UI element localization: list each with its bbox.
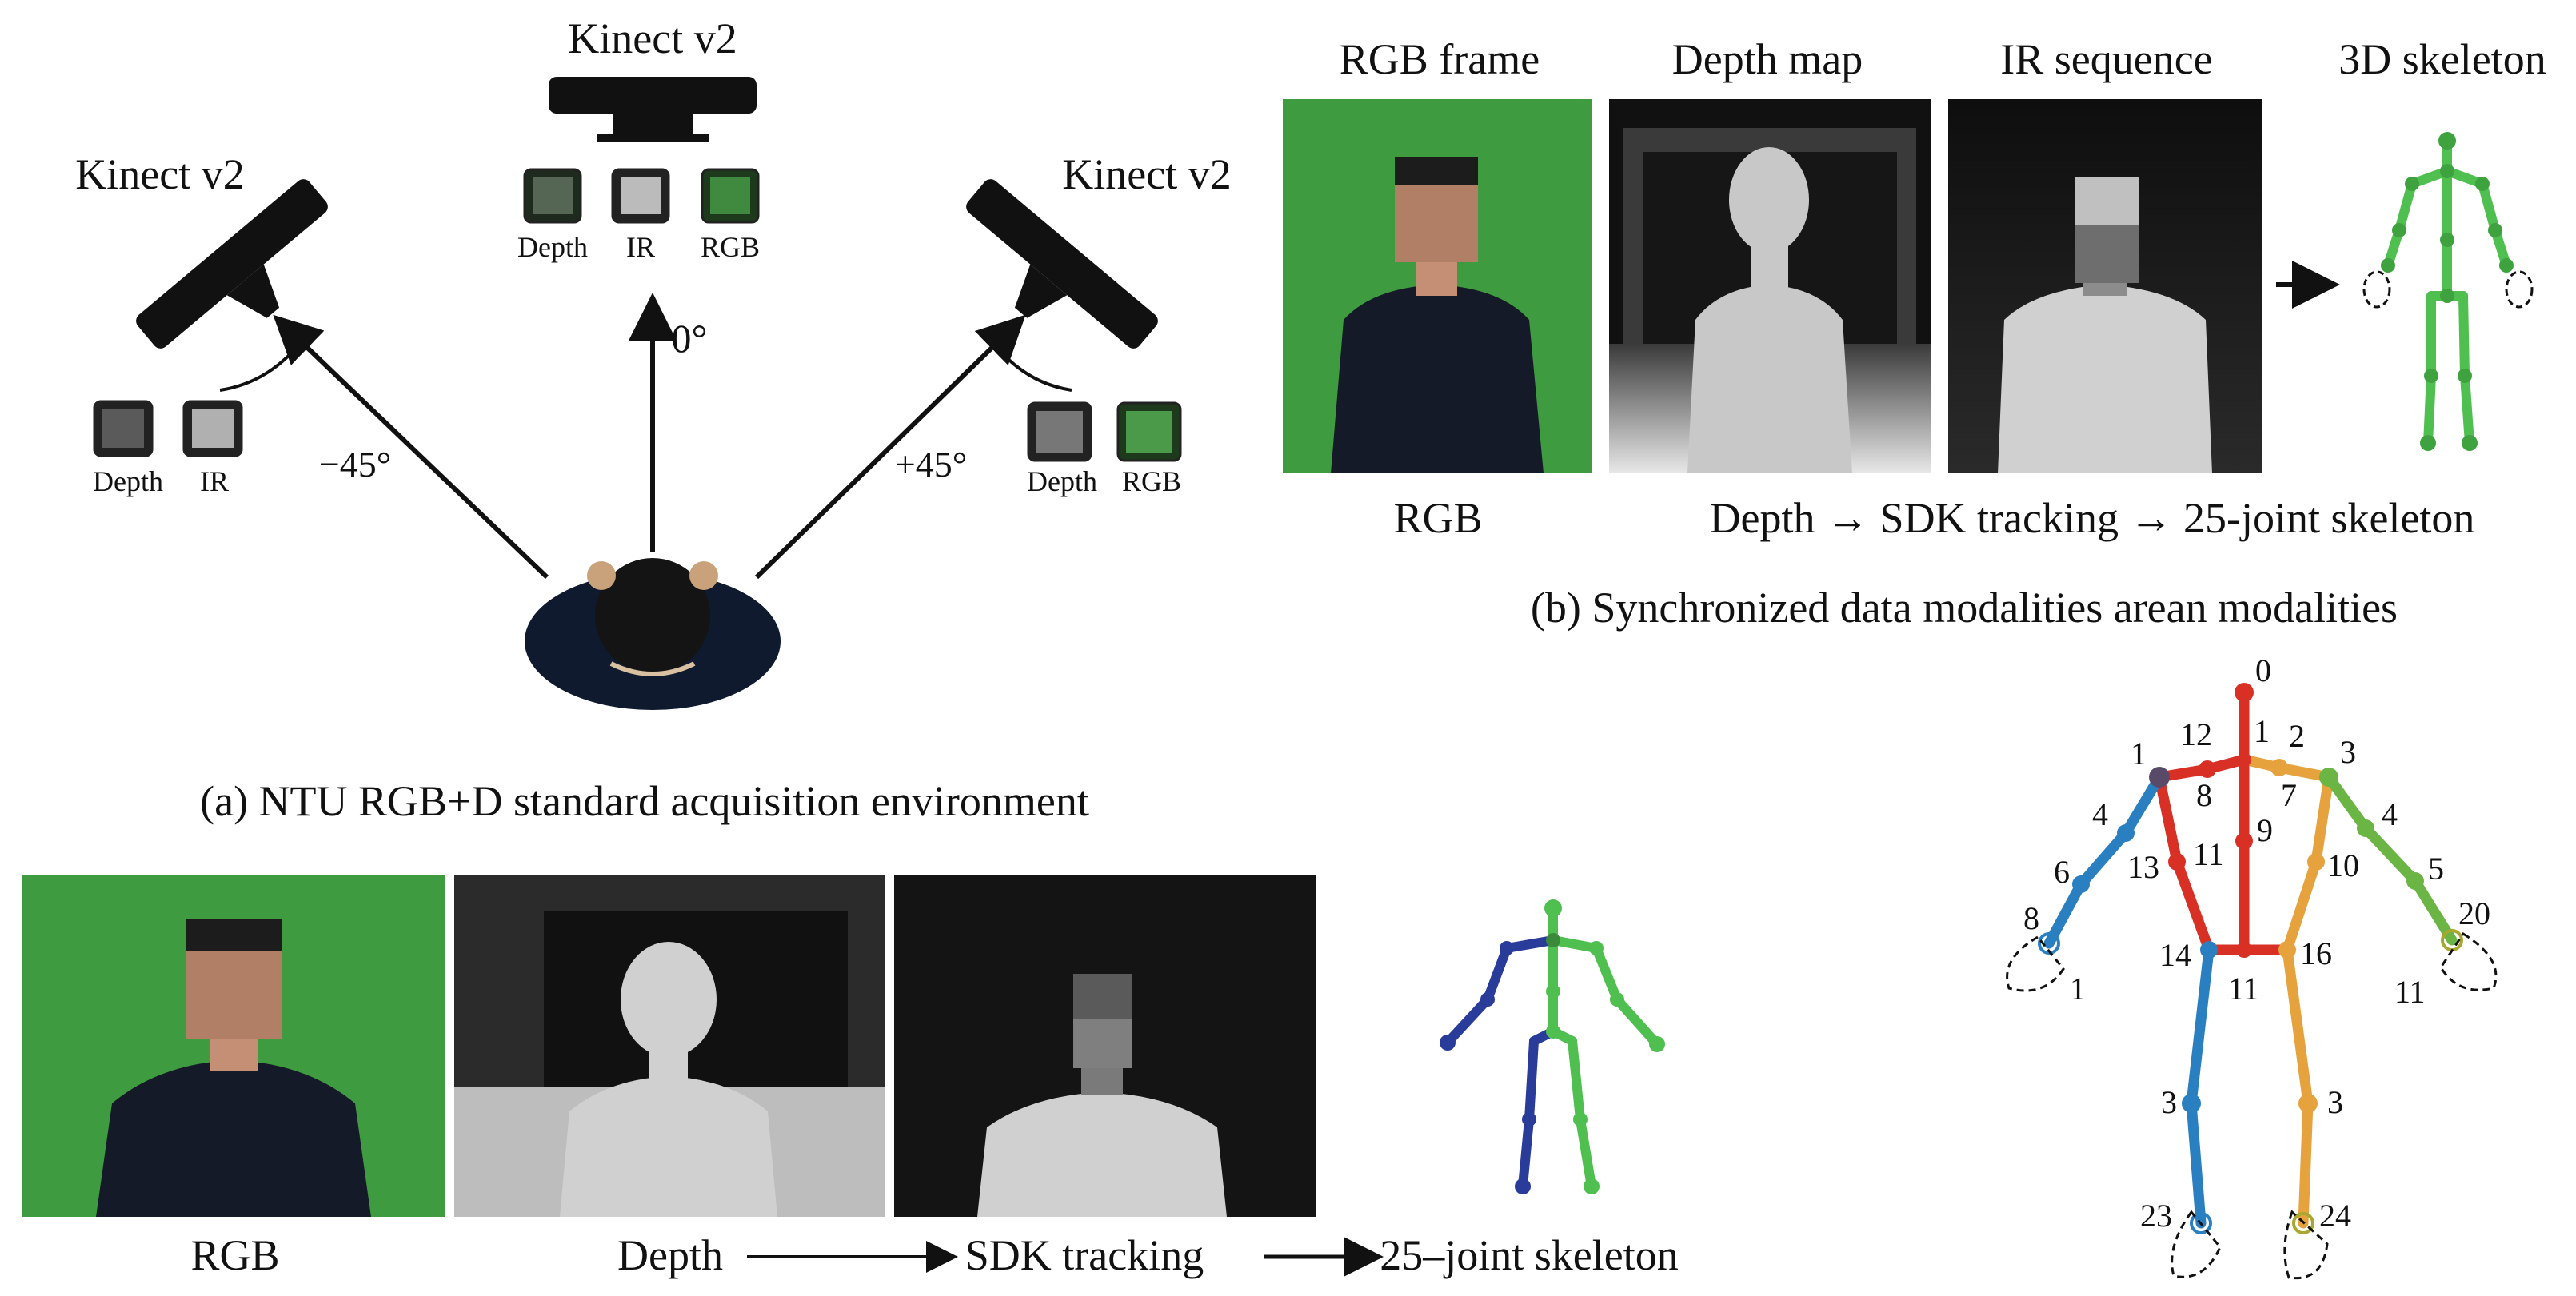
kinect-left-icon: [136, 179, 328, 349]
c-label-rgb: RGB: [190, 1231, 279, 1279]
right-thumb-rgb: RGB: [1122, 465, 1181, 497]
angle-center-label: 0°: [672, 316, 708, 361]
joint-label-16: 16: [2300, 935, 2332, 971]
left-thumb-ir: IR: [200, 465, 229, 497]
right-thumbnails: [1027, 401, 1182, 462]
hand-outlines-3d: [2362, 270, 2534, 309]
header-3d-skeleton: 3D skeleton: [2338, 35, 2546, 83]
joint-label-13: 13: [2127, 849, 2159, 885]
c-label-depth: Depth: [617, 1231, 723, 1279]
joint-label-6: 6: [2054, 854, 2070, 890]
joint-label-11b: 11: [2394, 974, 2426, 1010]
joint-label-12: 12: [2180, 716, 2212, 752]
b-pipeline-label: Depth → SDK tracking → 25-joint skeleton: [1710, 494, 2475, 542]
joint-label-4b: 4: [2382, 796, 2398, 832]
joint-label-8b: 8: [2023, 900, 2039, 936]
joint-label-11c: 11: [2228, 971, 2259, 1007]
joint-map-joints: [2038, 683, 2463, 1234]
joint-label-8a: 8: [2196, 777, 2212, 813]
c-skeleton-figure: [1443, 907, 1662, 1191]
kinect-left-label: Kinect v2: [75, 150, 244, 198]
angle-right-label: +45°: [895, 444, 967, 485]
left-thumbnails: [93, 400, 243, 457]
c-label-sdk: SDK tracking: [965, 1231, 1204, 1279]
joint-label-1c: 1: [2070, 971, 2086, 1007]
header-ir-sequence: IR sequence: [2000, 35, 2212, 83]
kinect-center-label: Kinect v2: [568, 14, 737, 62]
joint-label-3b: 3: [2161, 1084, 2177, 1120]
joint-label-3a: 3: [2340, 734, 2356, 770]
joint-label-9: 9: [2257, 812, 2273, 848]
center-thumb-rgb: RGB: [701, 231, 760, 263]
right-angle-arc: [987, 334, 1072, 392]
joint-label-2: 2: [2289, 718, 2305, 754]
header-rgb-frame: RGB frame: [1340, 35, 1540, 83]
b-label-rgb: RGB: [1393, 494, 1482, 542]
caption-a: (a) NTU RGB+D standard acquisition envir…: [200, 777, 1089, 825]
joint-map-bones: [2043, 690, 2458, 1229]
joint-label-20: 20: [2458, 895, 2490, 931]
joint-map-labels: 0 1 12 1 2 3 8 7 4 4 9 11 13 10 5 6 8 20…: [2023, 652, 2490, 1234]
joint-label-7: 7: [2281, 777, 2297, 813]
joint-map: 0 1 12 1 2 3 8 7 4 4 9 11 13 10 5 6 8 20…: [2006, 652, 2498, 1280]
kinect-right-label: Kinect v2: [1062, 150, 1231, 198]
joint-label-0: 0: [2255, 652, 2271, 688]
joint-label-10: 10: [2327, 847, 2359, 883]
c-label-skeleton: 25–joint skeleton: [1380, 1231, 1678, 1279]
arrow-right: [754, 314, 1026, 580]
joint-label-24: 24: [2319, 1198, 2351, 1234]
kinect-right-icon: [966, 179, 1158, 349]
arrow-left: [273, 314, 549, 580]
center-thumb-depth: Depth: [517, 231, 588, 263]
left-angle-arc: [219, 334, 307, 392]
joint-label-14: 14: [2159, 937, 2191, 973]
c-rgb-image: [22, 875, 445, 1217]
panel-c: RGB Depth SDK tracking 25–joint skeleton: [22, 875, 1679, 1279]
right-thumb-depth: Depth: [1027, 465, 1097, 497]
header-depth-map: Depth map: [1672, 35, 1863, 83]
skeleton-3d-joints: [2381, 132, 2514, 451]
panel-a: Kinect v2 Depth IR RGB Kinect v2 Depth I…: [75, 14, 1231, 825]
depth-map-image: [1609, 99, 1931, 473]
joint-label-1b: 1: [2254, 713, 2270, 749]
joint-map-hand-feet-outlines: [2006, 931, 2498, 1280]
caption-b: (b) Synchronized data modalities arean m…: [1531, 584, 2398, 632]
joint-label-4a: 4: [2092, 796, 2108, 832]
panel-b: RGB frame Depth map IR sequence 3D skele…: [1283, 35, 2546, 632]
center-thumbnails: [523, 168, 760, 224]
rgb-frame-image: [1283, 99, 1592, 473]
c-depth-image: [454, 875, 885, 1217]
kinect-center-icon: [549, 77, 757, 142]
center-thumb-ir: IR: [626, 231, 655, 263]
person-top-view: [525, 558, 781, 710]
joint-label-11a: 11: [2193, 836, 2224, 872]
ir-sequence-image: [1948, 99, 2262, 473]
left-thumb-depth: Depth: [93, 465, 163, 497]
angle-left-label: −45°: [319, 444, 391, 485]
c-ir-image: [894, 875, 1316, 1217]
c-skeleton-joints: [1440, 899, 1665, 1194]
joint-label-1a: 1: [2131, 736, 2147, 772]
joint-label-5: 5: [2428, 851, 2444, 887]
joint-label-3c: 3: [2327, 1084, 2343, 1120]
joint-label-23: 23: [2140, 1198, 2172, 1234]
